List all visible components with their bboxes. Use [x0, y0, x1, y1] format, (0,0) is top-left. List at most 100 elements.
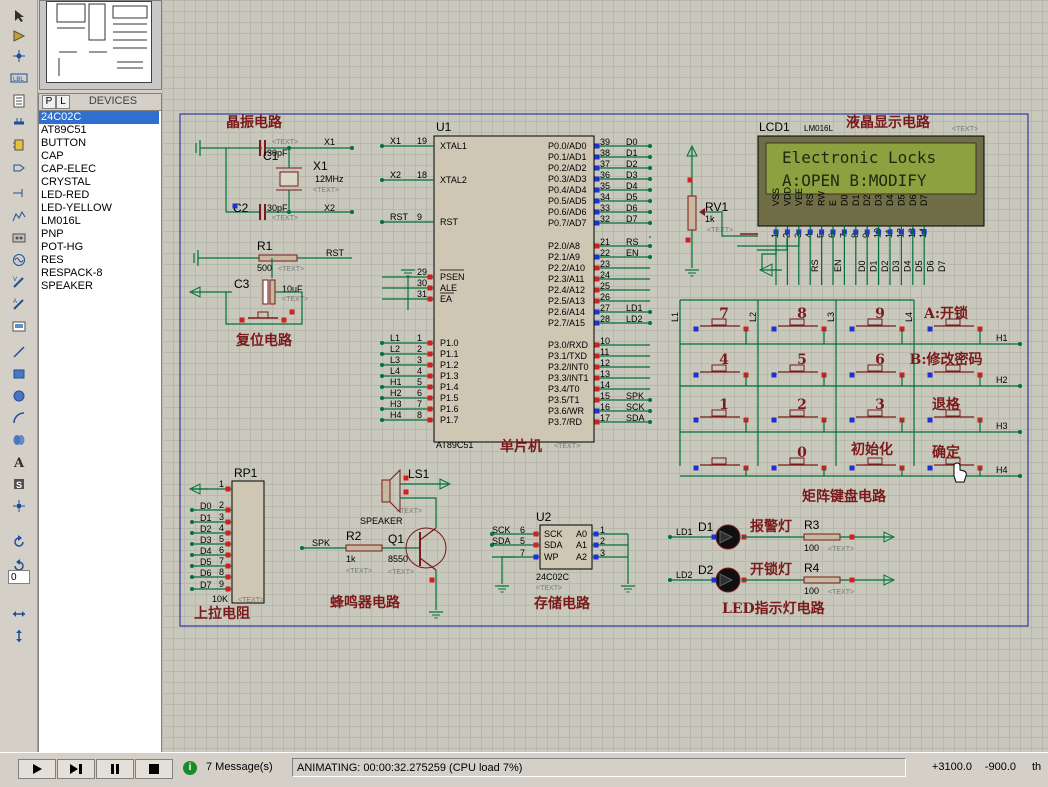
- mcu-pin-state: [594, 276, 600, 282]
- terminal-tool[interactable]: [8, 158, 30, 178]
- library-manager-button[interactable]: L: [56, 95, 70, 109]
- bus-tool[interactable]: [8, 113, 30, 133]
- key-pin-state: [771, 326, 777, 332]
- mcu-pin-number: 8: [417, 410, 422, 420]
- rotate-ccw-icon: [12, 559, 26, 573]
- box-tool[interactable]: [8, 364, 30, 384]
- junction: [190, 531, 194, 535]
- junction: [648, 310, 652, 314]
- junction-tool[interactable]: [8, 46, 30, 66]
- junction: [287, 210, 291, 214]
- device-item[interactable]: LED-RED: [41, 189, 90, 201]
- mcu-pin-name: P0.7/AD7: [548, 218, 587, 228]
- play-button[interactable]: [18, 759, 56, 779]
- mcu-pin-name: P3.1/TXD: [548, 351, 588, 361]
- device-item[interactable]: CAP: [41, 150, 64, 162]
- eeprom-pin-name: WP: [544, 552, 559, 562]
- device-item[interactable]: POT-HG: [41, 241, 84, 253]
- mcu-pin-name: P2.4/A12: [548, 285, 585, 295]
- r1-value: 500: [257, 263, 272, 273]
- key-pin-state: [927, 465, 933, 471]
- resistor-r1: [258, 254, 298, 262]
- pick-devices-button[interactable]: P: [42, 95, 56, 109]
- graph-tool[interactable]: [8, 206, 30, 226]
- lcd-line1: Electronic Locks: [782, 148, 936, 167]
- junction: [648, 166, 652, 170]
- stop-button[interactable]: [135, 759, 173, 779]
- lcd-net-label: D0: [857, 260, 867, 272]
- c3-value: 10uF: [282, 284, 303, 294]
- subcircuit-tool[interactable]: [8, 135, 30, 155]
- capacitor-c3: [269, 279, 276, 305]
- mcu-title: 单片机: [500, 438, 542, 455]
- rp1-net-label: D6: [200, 568, 212, 578]
- r2-label: R2: [346, 529, 362, 543]
- key-pin-state: [849, 326, 855, 332]
- marker-tool[interactable]: [8, 496, 30, 516]
- current-probe-tool[interactable]: A: [8, 294, 30, 314]
- step-button[interactable]: [57, 759, 95, 779]
- flip-horizontal-tool[interactable]: [8, 604, 30, 624]
- keypad-button: [711, 364, 727, 372]
- lcd-pin-name: RS: [805, 193, 815, 206]
- eeprom-pin-state: [533, 542, 539, 548]
- device-item[interactable]: BUTTON: [41, 137, 87, 149]
- device-item[interactable]: SPEAKER: [41, 280, 93, 292]
- overview-thumbnail[interactable]: [46, 1, 152, 83]
- device-item[interactable]: CRYSTAL: [41, 176, 91, 188]
- path-tool[interactable]: [8, 430, 30, 450]
- r2-value: 1k: [346, 554, 356, 564]
- circle-tool[interactable]: [8, 386, 30, 406]
- pause-button[interactable]: [96, 759, 134, 779]
- resistor-r3: [803, 533, 841, 541]
- device-item[interactable]: AT89C51: [41, 124, 87, 136]
- overview-window[interactable]: [39, 0, 162, 90]
- info-icon[interactable]: i: [183, 761, 197, 775]
- rotate-cw-icon: [12, 535, 26, 549]
- mcu-pin-number: 24: [600, 270, 610, 280]
- net-spk: SPK: [312, 538, 330, 548]
- arc-tool[interactable]: [8, 408, 30, 428]
- device-item[interactable]: RESPACK-8: [41, 267, 103, 279]
- junction: [1018, 342, 1022, 346]
- wire-label-tool[interactable]: LBL: [8, 68, 30, 88]
- symbol-tool[interactable]: S: [8, 474, 30, 494]
- device-item[interactable]: CAP-ELEC: [41, 163, 97, 175]
- text-script-tool[interactable]: [8, 91, 30, 111]
- rotate-cw-tool[interactable]: [8, 532, 30, 552]
- speaker-ls1: [389, 468, 401, 514]
- device-item[interactable]: PNP: [41, 228, 64, 240]
- led-label: 开锁灯: [750, 561, 792, 578]
- mcu-pin-name: PSEN: [440, 272, 465, 282]
- rotation-input[interactable]: 0: [8, 570, 30, 584]
- text-tool[interactable]: A: [8, 452, 30, 472]
- selection-tool[interactable]: [8, 6, 30, 26]
- junction: [380, 385, 384, 389]
- tape-recorder-tool[interactable]: [8, 228, 30, 248]
- voltage-probe-tool[interactable]: V: [8, 272, 30, 292]
- flip-vertical-tool[interactable]: [8, 626, 30, 646]
- device-pin-tool[interactable]: [8, 183, 30, 203]
- device-item[interactable]: RES: [41, 254, 64, 266]
- rp1-pin-state: [225, 563, 231, 569]
- line-tool[interactable]: [8, 342, 30, 362]
- generator-tool[interactable]: [8, 250, 30, 270]
- component-icon: [12, 29, 26, 43]
- device-item[interactable]: LM016L: [41, 215, 81, 227]
- device-item[interactable]: 24C02C: [39, 111, 159, 124]
- component-tool[interactable]: [8, 26, 30, 46]
- mcu-net-label: L3: [390, 355, 400, 365]
- messages-count[interactable]: 7 Message(s): [206, 761, 273, 773]
- rp1-pin-number: 1: [219, 479, 224, 489]
- led-indicator: [719, 530, 734, 544]
- device-item[interactable]: LED-YELLOW: [41, 202, 112, 214]
- junction: [1018, 430, 1022, 434]
- rotate-ccw-tool[interactable]: [8, 556, 30, 576]
- button-pin-state: [239, 317, 245, 323]
- mcu-pin-name: P1.3: [440, 371, 459, 381]
- mcu-part: AT89C51: [436, 440, 473, 450]
- virtual-instrument-tool[interactable]: [8, 316, 30, 336]
